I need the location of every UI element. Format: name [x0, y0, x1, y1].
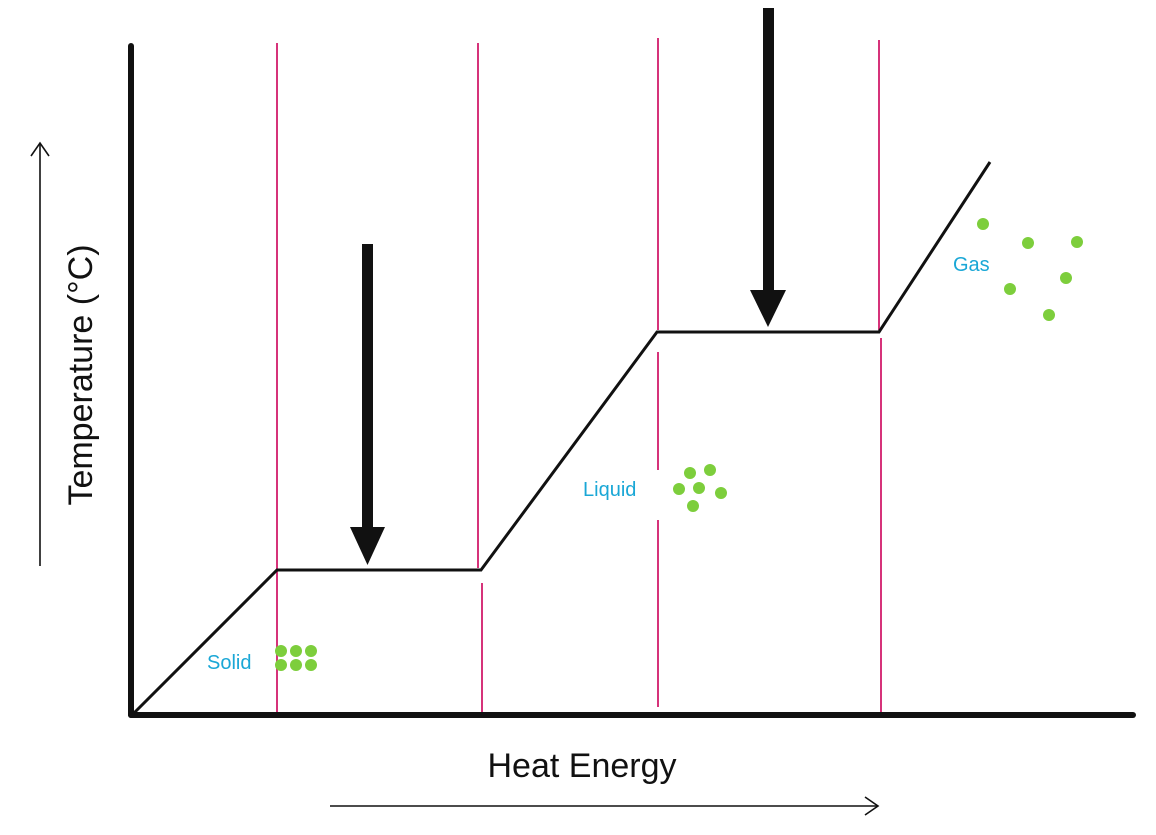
solid-particles: [275, 645, 317, 671]
y-axis-title: Temperature (°C): [62, 244, 100, 505]
phase-label-gas: Gas: [953, 254, 990, 276]
gas-particles: [977, 218, 1083, 321]
x-axis-title: Heat Energy: [488, 747, 677, 785]
liquid-particles: [673, 464, 727, 512]
axes: [128, 43, 1136, 718]
phase-dividers: [276, 38, 882, 714]
heating-curve: [131, 161, 992, 716]
boiling-arrow: [750, 8, 786, 327]
phase-label-solid: Solid: [207, 652, 251, 674]
phase-label-liquid: Liquid: [583, 479, 636, 501]
melting-arrow: [350, 244, 385, 565]
